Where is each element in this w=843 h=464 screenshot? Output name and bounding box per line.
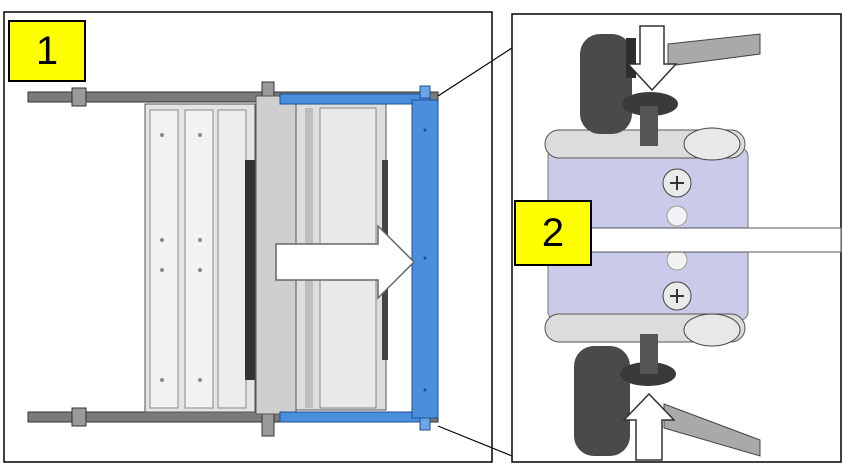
screw-icon (662, 168, 692, 311)
callout-2-label: 2 (514, 200, 592, 266)
blue-frame (279, 85, 439, 431)
zoom-lines (437, 47, 513, 457)
zoom-detail (544, 33, 842, 457)
arrow-down-icon (626, 25, 678, 92)
callout-1-label: 1 (8, 20, 86, 82)
arrow-up-icon (622, 392, 676, 461)
arrow-right-icon (275, 224, 416, 300)
